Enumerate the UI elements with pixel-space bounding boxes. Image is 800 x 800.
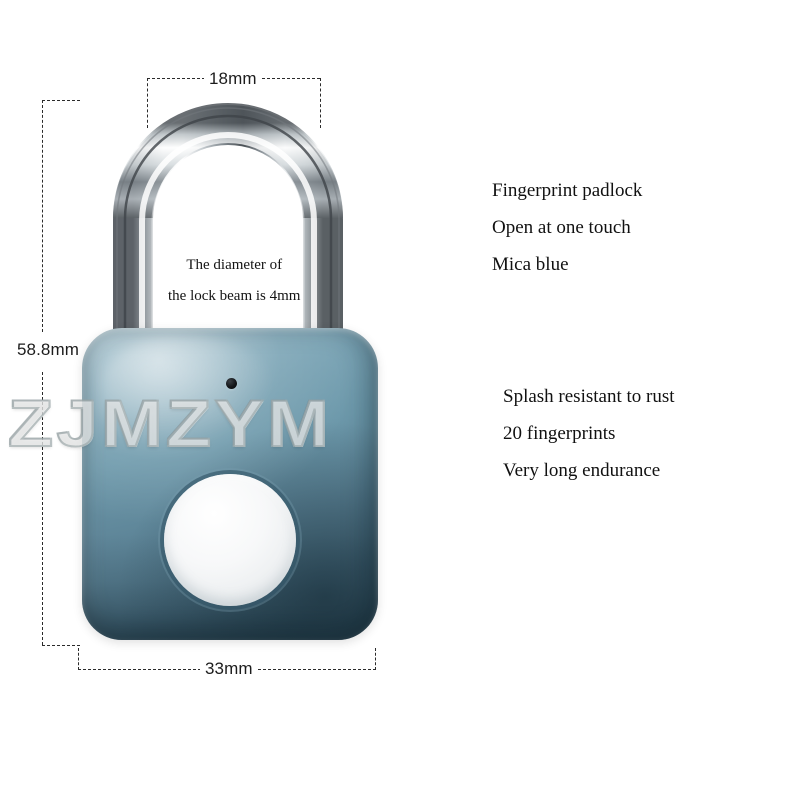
dimension-leader-height-bottom xyxy=(42,645,80,646)
dimension-tick-width-left xyxy=(78,648,79,670)
dimension-tick-width-right xyxy=(375,648,376,670)
feature-item-fingerprint-capacity: 20 fingerprints xyxy=(503,423,616,444)
lock-beam-note: The diameter of the lock beam is 4mm xyxy=(168,250,300,312)
dimension-label-width: 33mm xyxy=(200,659,258,679)
dimension-leader-height-top xyxy=(42,100,80,101)
lock-body xyxy=(82,328,378,640)
lock-beam-note-line-1: The diameter of xyxy=(186,257,283,273)
padlock-illustration xyxy=(78,100,378,650)
feature-list-secondary: Splash resistant to rust 20 fingerprints… xyxy=(503,378,675,489)
lock-beam-note-line-2: the lock beam is 4mm xyxy=(168,288,301,304)
feature-item-open-touch: Open at one touch xyxy=(492,217,631,238)
feature-item-color: Mica blue xyxy=(492,254,569,275)
lock-shackle xyxy=(109,100,347,352)
dimension-label-shackle-width: 18mm xyxy=(204,69,262,89)
dimension-line-height-lower xyxy=(42,372,43,645)
feature-item-splash-resistant: Splash resistant to rust xyxy=(503,386,675,407)
feature-item-endurance: Very long endurance xyxy=(503,460,661,481)
feature-list-primary: Fingerprint padlock Open at one touch Mi… xyxy=(492,172,642,283)
feature-item-product-name: Fingerprint padlock xyxy=(492,180,643,201)
body-highlight xyxy=(99,337,272,444)
dimension-label-height: 58.8mm xyxy=(12,340,85,360)
fingerprint-sensor[interactable] xyxy=(164,474,296,606)
dimension-line-height-upper xyxy=(42,100,43,332)
led-indicator-dot xyxy=(226,378,237,389)
